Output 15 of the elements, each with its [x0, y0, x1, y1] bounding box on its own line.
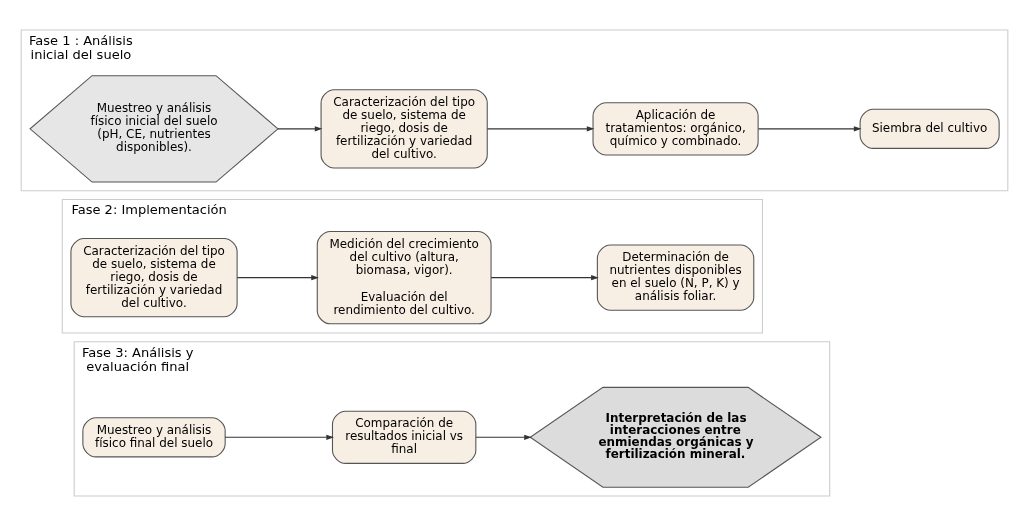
- arrow: [486, 126, 595, 132]
- node-box: Determinación de nutrientes disponibles en el suelo (N, P, K) y análisis foliar.: [596, 244, 755, 311]
- node-box: Caracterización del tipo de suelo, sistema de riego, dosis de fertilización y variedad del cultivo.: [70, 238, 238, 318]
- arrow: [490, 275, 599, 281]
- node-box: Medición del crecimiento del cultivo (altura, biomasa, vigor). Evaluación del rendimiento del cultivo.: [316, 230, 492, 325]
- node-box: Aplicación de tratamientos: orgánico, químico y combinado.: [592, 102, 759, 156]
- arrow: [475, 434, 532, 440]
- arrow: [757, 126, 862, 132]
- node-box: Siembra del cultivo: [859, 108, 1000, 149]
- arrow: [277, 126, 323, 132]
- node-box: Caracterización del tipo de suelo, sistema de riego, dosis de fertilización y variedad del cultivo.: [320, 89, 488, 169]
- node-box: Muestreo y análisis físico final del suelo: [82, 417, 226, 458]
- arrow: [224, 434, 334, 440]
- arrow: [236, 275, 319, 281]
- node-box: Comparación de resultados inicial vs final: [331, 410, 477, 464]
